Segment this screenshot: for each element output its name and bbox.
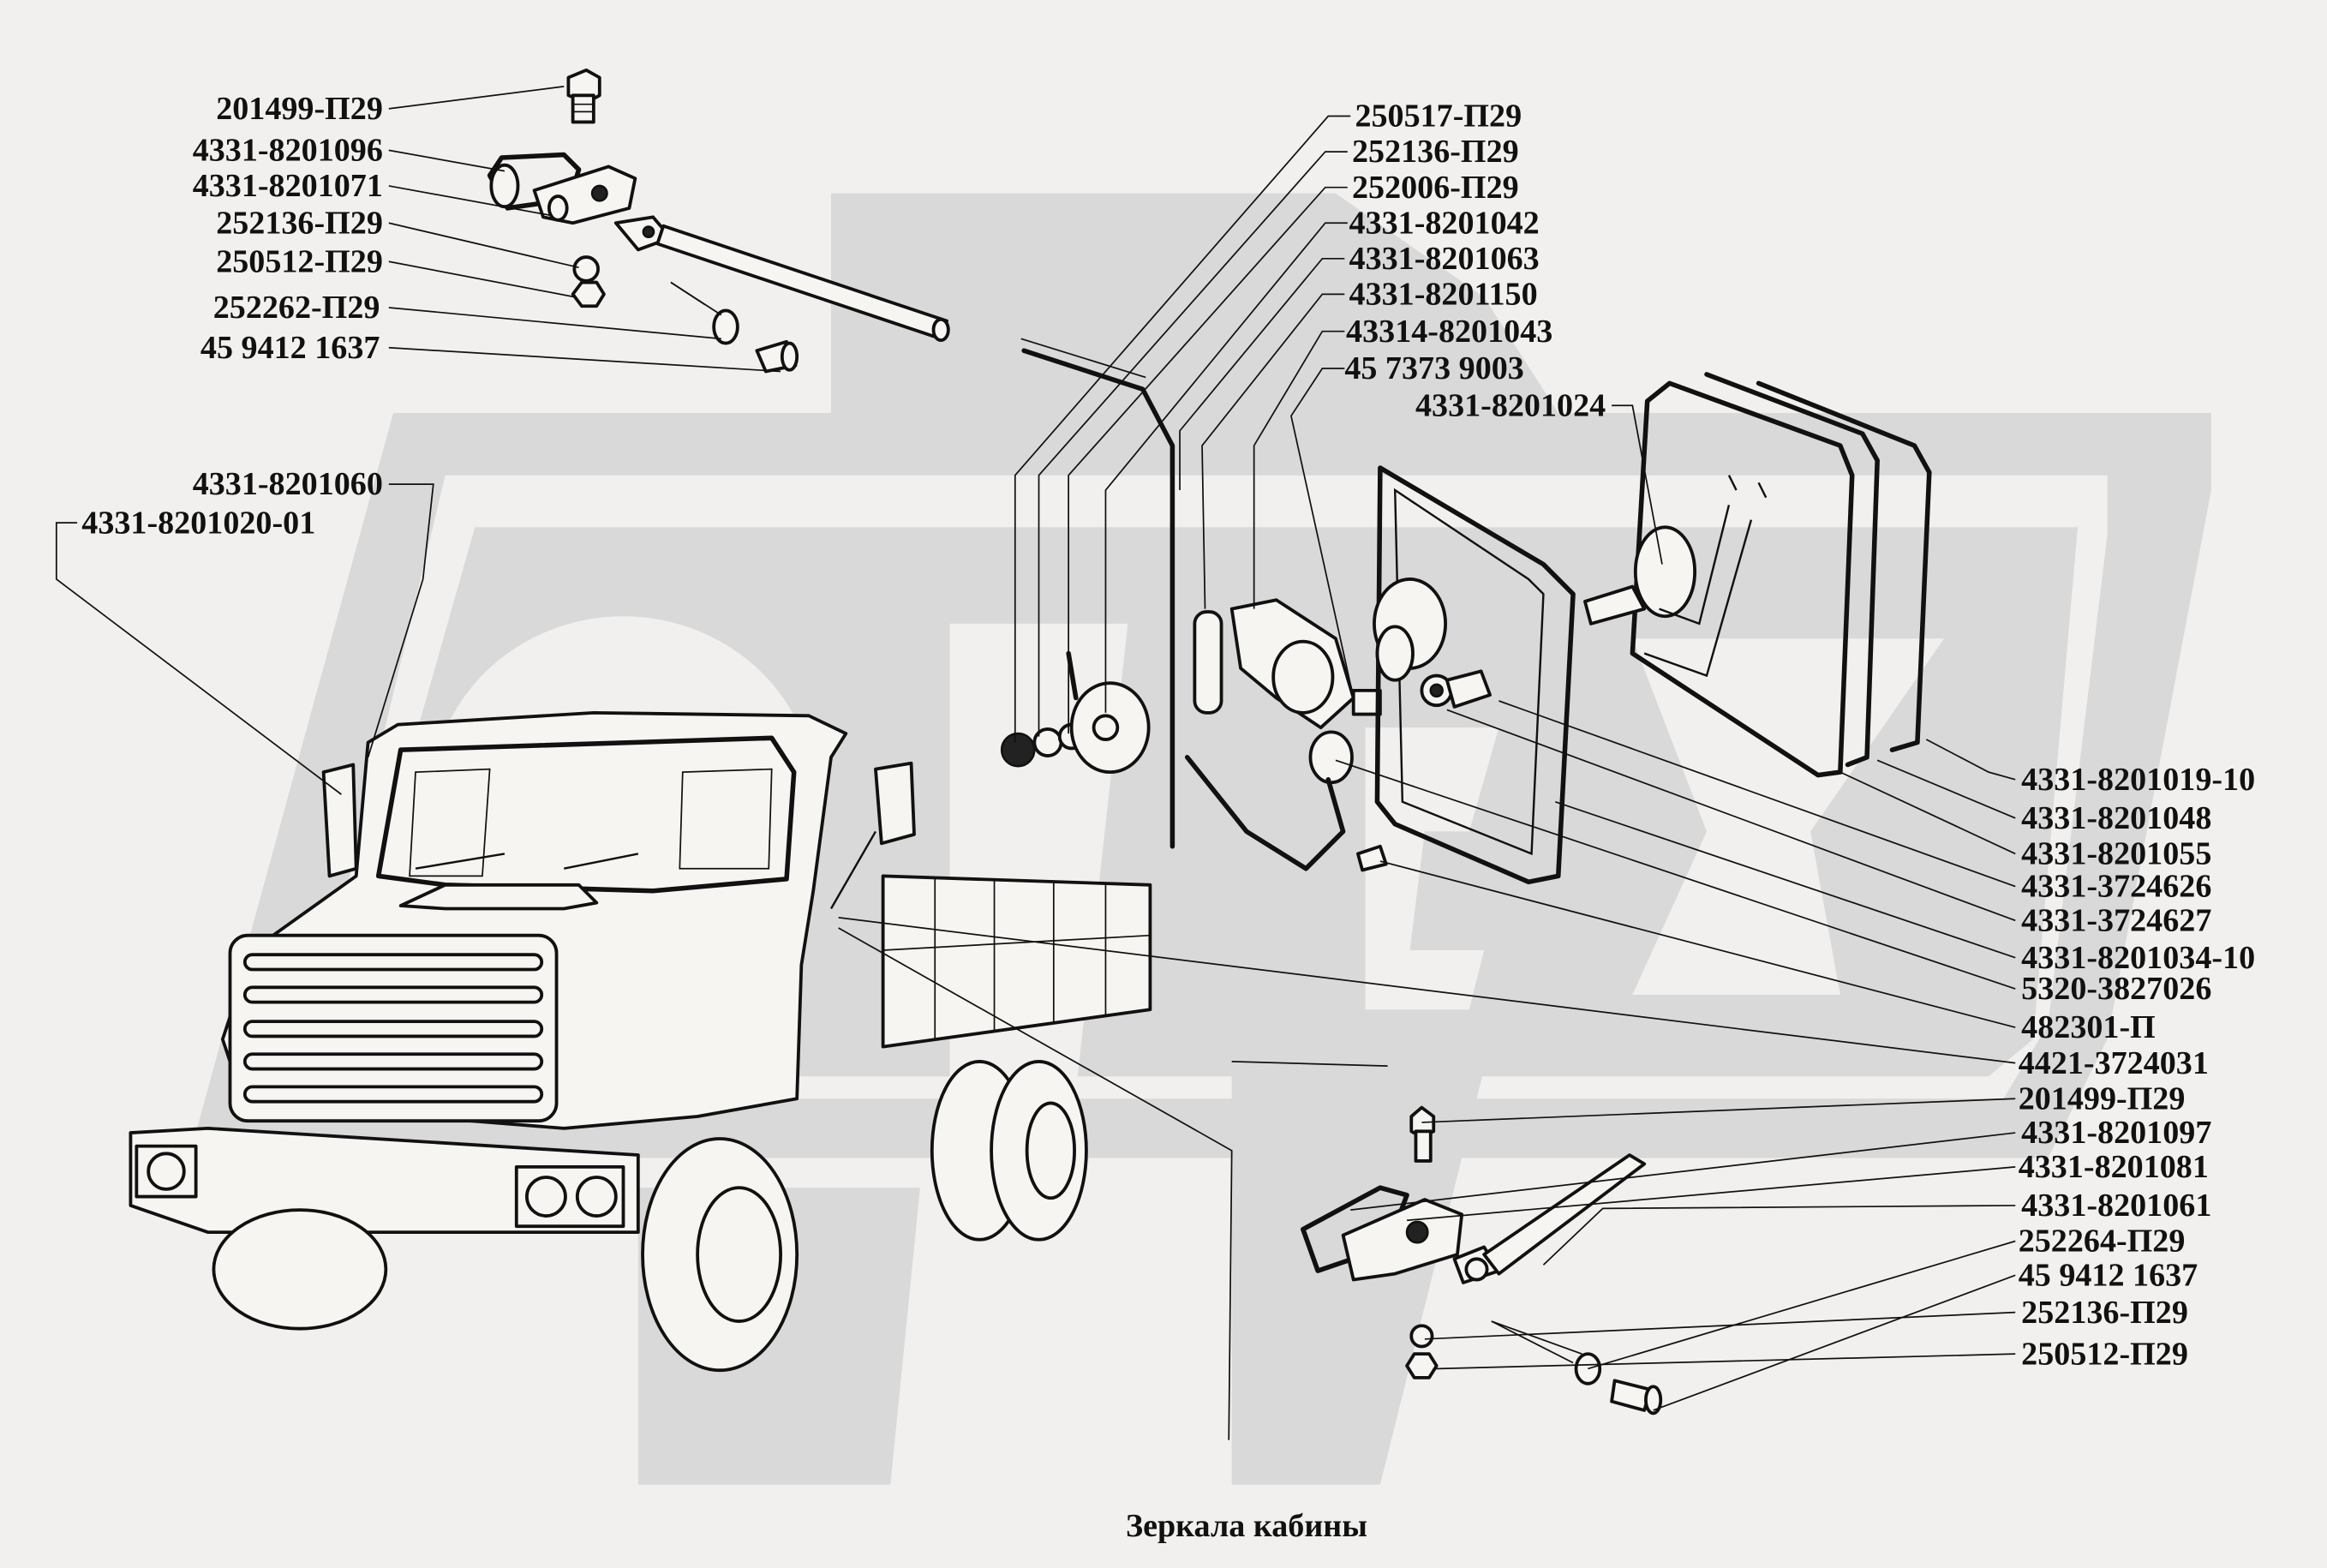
clamp-bracket: [487, 152, 637, 225]
callout-label: 250512-П29: [2021, 1336, 2188, 1372]
callout-label: 45 9412 1637: [2019, 1257, 2198, 1293]
callout-label: 250517-П29: [1355, 99, 1522, 135]
diagram-caption: Зеркала кабины: [1126, 1508, 1367, 1544]
callout-label: 252006-П29: [1352, 170, 1519, 206]
mirror-assembly: [1000, 338, 1932, 885]
callout-label: 4331-8201034-10: [2021, 940, 2255, 976]
callout-label: 4331-8201019-10: [2021, 762, 2255, 798]
nut-upper: [571, 280, 606, 308]
callout-label: 4331-8201020-01: [81, 505, 315, 541]
callout-label: 4331-8201071: [193, 168, 383, 204]
leader-lines: [55, 86, 2016, 1440]
callout-label: 4421-3724031: [2019, 1045, 2209, 1081]
truck-illustration: [129, 710, 1152, 1373]
callouts-truck: 4331-8201060 4331-8201020-01: [81, 466, 383, 541]
flat-washer-lower: [1574, 1352, 1602, 1385]
flat-washer-upper: [712, 308, 739, 345]
upper-bracket-assembly: [487, 68, 950, 374]
callout-label: 45 7373 9003: [1344, 350, 1524, 386]
callouts-right-column: 4331-8201019-10 4331-8201048 4331-820105…: [2019, 762, 2255, 1372]
callout-label: 45 9412 1637: [200, 330, 380, 366]
callout-label: 252136-П29: [216, 205, 383, 241]
callout-label: 482301-П: [2021, 1009, 2156, 1045]
lower-bracket-assembly: [1301, 1105, 1663, 1415]
screw-lower: [1610, 1379, 1663, 1415]
mirror-rod-upper: [613, 215, 950, 342]
callout-label: 4331-3724627: [2021, 902, 2211, 938]
callout-label: 4331-8201097: [2021, 1115, 2211, 1151]
bolt-lower: [1409, 1105, 1436, 1163]
callouts-upper-bracket: 201499-П29 4331-8201096 4331-8201071 252…: [193, 91, 383, 366]
callout-label: 4331-8201063: [1349, 241, 1540, 277]
bolt-upper: [566, 68, 601, 124]
callout-label: 252136-П29: [1352, 134, 1519, 170]
callout-label: 201499-П29: [2019, 1080, 2186, 1116]
callout-label: 4331-8201081: [2019, 1149, 2209, 1185]
callout-label: 4331-8201048: [2021, 800, 2211, 836]
callout-label: 4331-8201150: [1349, 277, 1538, 313]
screw-upper: [755, 339, 799, 374]
truck-right-mirror: [874, 761, 916, 846]
callout-label: 252136-П29: [2021, 1295, 2188, 1331]
callout-label: 252262-П29: [213, 290, 380, 326]
spring-washer-upper: [572, 255, 600, 283]
nut-mirror: [1000, 732, 1036, 768]
callout-label: 4331-8201024: [1415, 387, 1606, 423]
callout-label: 4331-3724626: [2021, 869, 2211, 905]
callout-label: 4331-8201060: [193, 466, 383, 502]
callout-label: 5320-3827026: [2021, 971, 2211, 1007]
callout-label: 4331-8201096: [193, 133, 383, 169]
callout-label: 201499-П29: [216, 91, 383, 127]
callout-label: 4331-8201061: [2021, 1188, 2211, 1224]
callout-label: 4331-8201042: [1349, 205, 1540, 241]
callout-label: 252264-П29: [2019, 1224, 2186, 1260]
truck-left-mirror: [321, 763, 358, 878]
nut-lower: [1405, 1352, 1439, 1379]
callouts-mirror-top: 250517-П29 252136-П29 252006-П29 4331-82…: [1344, 99, 1606, 424]
callout-label: 43314-8201043: [1346, 314, 1552, 350]
callout-label: 250512-П29: [216, 243, 383, 279]
callout-label: 4331-8201055: [2021, 836, 2211, 872]
washer-lower-1: [1409, 1324, 1434, 1349]
